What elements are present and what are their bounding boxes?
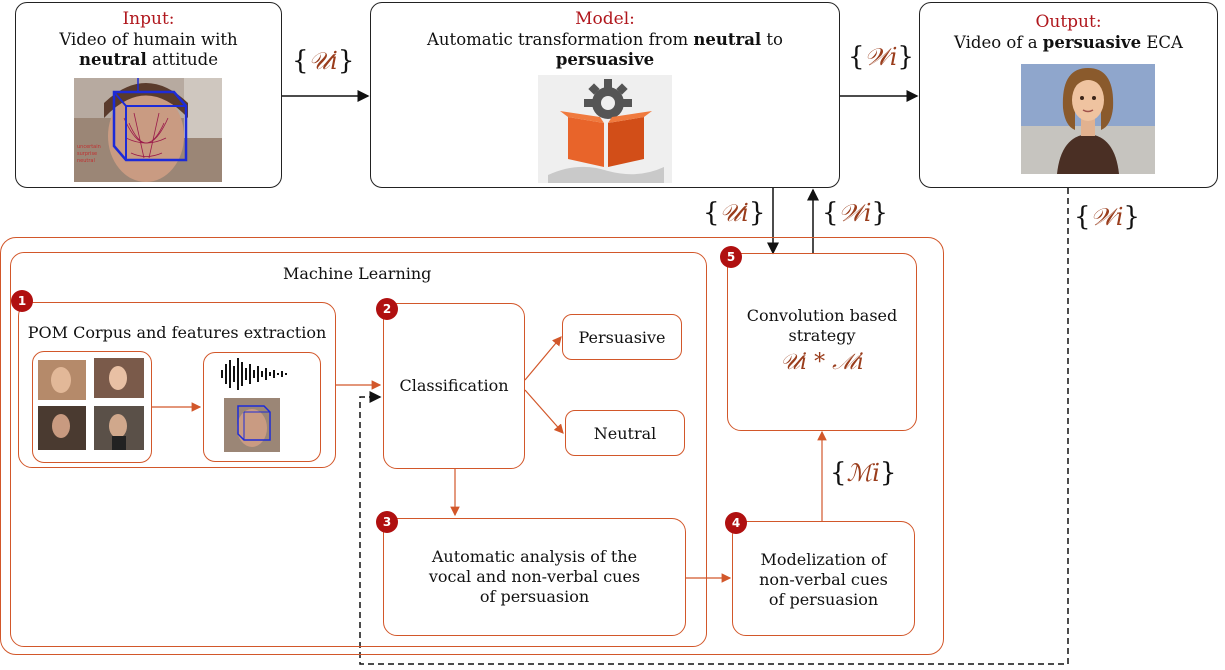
modelization-box: Modelization of non-verbal cues of persu… (732, 521, 915, 636)
model-box: Model: Automatic transformation from neu… (370, 2, 840, 188)
modelization-label: Modelization of non-verbal cues of persu… (759, 550, 888, 609)
step1-badge: 1 (11, 290, 33, 312)
ml-outer-frame (0, 237, 944, 655)
convolution-formula: 𝒰i * ℳi (780, 350, 864, 375)
input-heading: Input: (122, 9, 175, 29)
analysis-box: Automatic analysis of the vocal and non-… (383, 518, 686, 636)
input-rest: attitude (146, 50, 218, 69)
output-heading: Output: (1035, 12, 1102, 32)
persuasive-class-box: Persuasive (562, 314, 682, 360)
edge-label-wi-top: {𝒲i} (848, 42, 914, 72)
step1-label: POM Corpus and features extraction (27, 323, 327, 342)
input-box: Input: Video of humain with neutral atti… (15, 2, 282, 188)
corpus-video-thumbnails (36, 356, 148, 460)
input-line1: Video of humain with (59, 30, 238, 49)
output-box: Output: Video of a persuasive ECA (919, 2, 1218, 188)
neutral-label: Neutral (593, 424, 657, 443)
mi-text: ℳi (846, 459, 880, 487)
output-post: ECA (1141, 33, 1183, 52)
model-description: Automatic transformation from neutral to… (371, 30, 839, 70)
ui-text: 𝒰i (308, 47, 338, 75)
edge-label-ui-top: {𝒰i} (292, 46, 355, 76)
gear-box-icon (538, 75, 672, 183)
step4-badge: 4 (725, 512, 747, 534)
ml-group-title: Machine Learning (283, 264, 432, 283)
step5-badge: 5 (720, 246, 742, 268)
model-heading: Model: (575, 9, 635, 29)
wi-text-2: 𝒲i (838, 199, 872, 227)
step2-badge: 2 (376, 298, 398, 320)
neutral-class-box: Neutral (565, 410, 685, 456)
arrow-classification-to-persuasive (524, 336, 562, 381)
classification-box: Classification (383, 303, 525, 469)
ml-inner-frame (10, 252, 707, 647)
model-line1-post: to (761, 30, 783, 49)
output-bold: persuasive (1042, 33, 1142, 52)
wi-text-3: 𝒲i (1090, 203, 1124, 231)
arrow-classification-to-neutral (524, 389, 564, 434)
output-description: Video of a persuasive ECA (920, 33, 1217, 53)
audio-waveform-icon (216, 356, 296, 396)
face-tracking-thumb (224, 398, 280, 456)
convolution-label: Convolution based strategy (746, 306, 898, 345)
svg-text:neutral: neutral (77, 158, 95, 164)
svg-text:uncertain: uncertain (77, 144, 101, 150)
model-line1-pre: Automatic transformation from (427, 30, 694, 49)
step3-badge: 3 (376, 511, 398, 533)
analysis-label: Automatic analysis of the vocal and non-… (428, 547, 641, 606)
model-line2-bold: persuasive (555, 50, 655, 69)
svg-text:surprise: surprise (77, 151, 97, 157)
step1-box: POM Corpus and features extraction (18, 302, 336, 468)
edge-label-wi-dashed: {𝒲i} (1074, 202, 1140, 232)
classification-label: Classification (399, 376, 509, 395)
model-line1-bold: neutral (693, 30, 762, 49)
output-pre: Video of a (954, 33, 1043, 52)
convolution-box: Convolution based strategy 𝒰i * ℳi (727, 253, 917, 431)
input-face-image: uncertain surprise neutral (74, 78, 222, 182)
edge-label-ui-down: {𝒰i} (703, 198, 766, 228)
ui-text-2: 𝒰i (719, 199, 749, 227)
edge-label-wi-up: {𝒲i} (822, 198, 888, 228)
eca-avatar-image (1021, 64, 1155, 174)
persuasive-label: Persuasive (578, 328, 666, 347)
input-bold: neutral (79, 50, 147, 69)
dashed-feedback-line (359, 188, 1069, 665)
edge-label-mi: {ℳi} (830, 458, 897, 488)
input-description: Video of humain with neutral attitude (16, 30, 281, 70)
wi-text: 𝒲i (864, 43, 898, 71)
